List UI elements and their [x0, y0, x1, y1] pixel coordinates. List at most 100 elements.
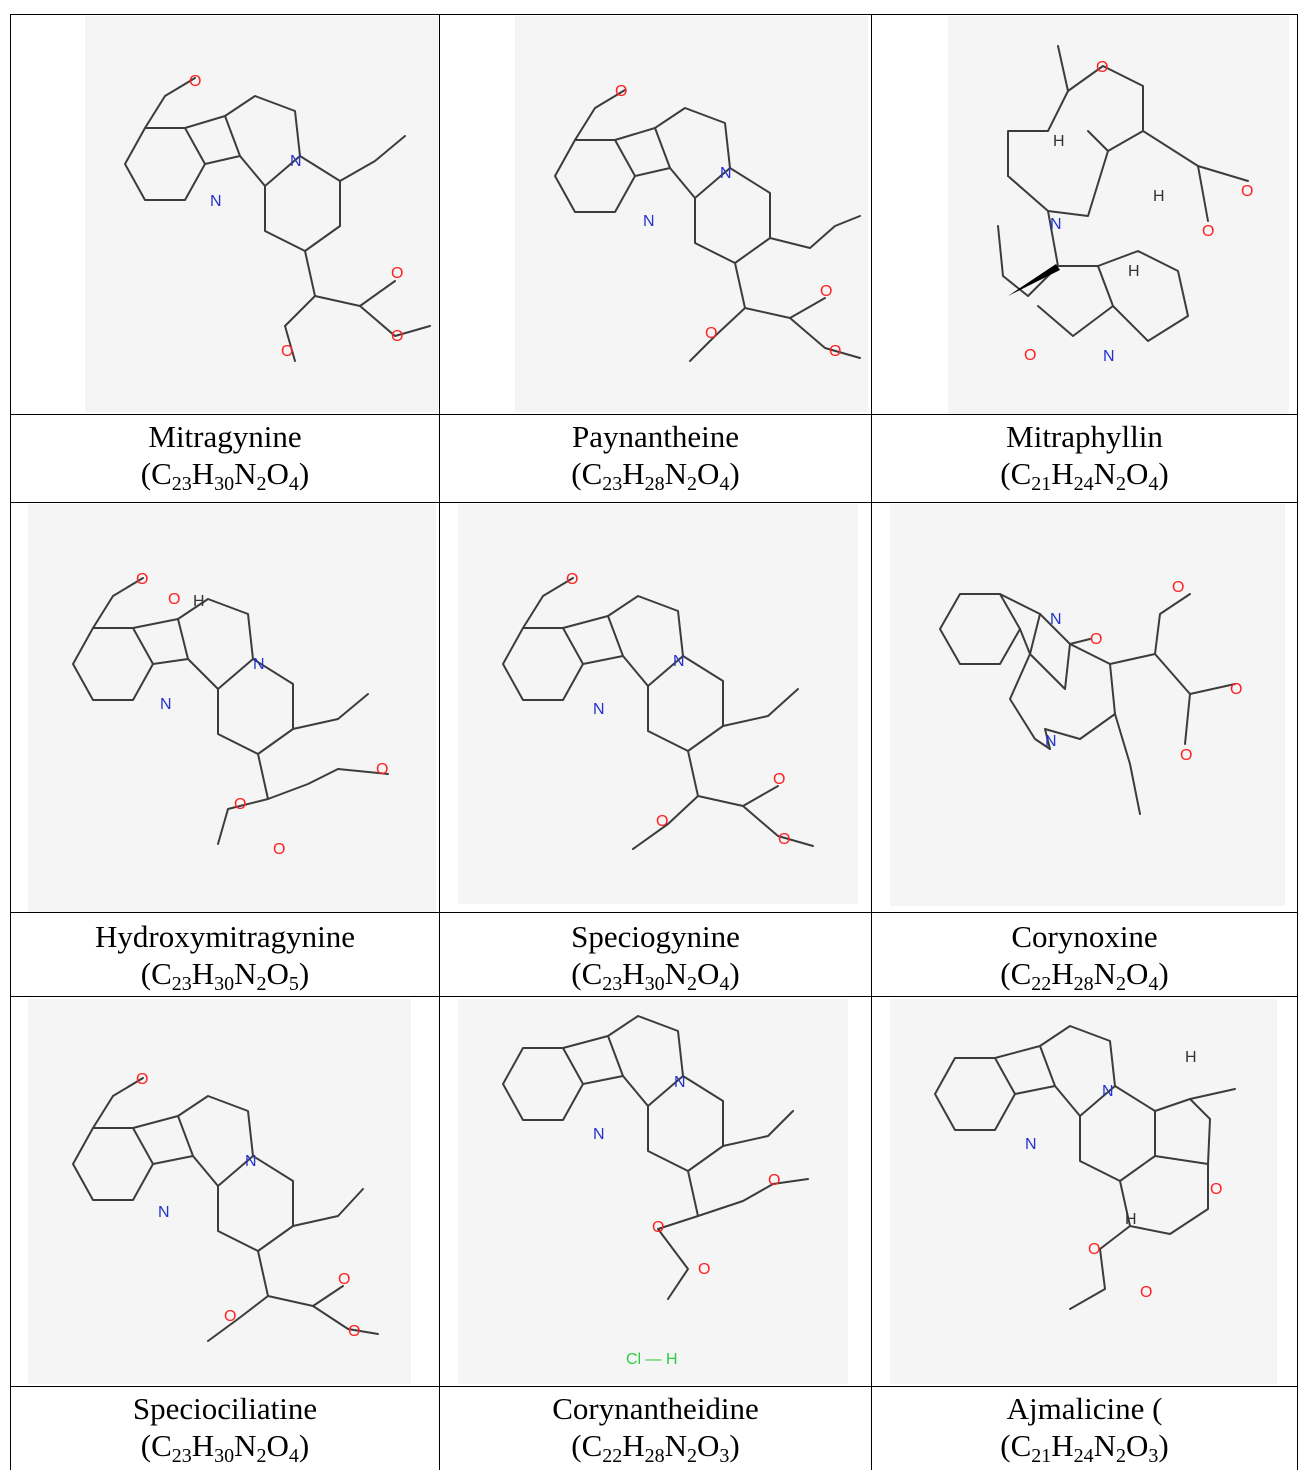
atom-o: O: [566, 571, 578, 588]
structure-image-speciociliatine: N N O O O O: [28, 999, 411, 1384]
atom-o: O: [234, 796, 246, 813]
compound-name: Paynantheine: [571, 419, 739, 454]
caption-corynantheidine: Corynantheidine (C22H28N2O3): [440, 1390, 871, 1467]
atom-o: O: [829, 343, 841, 360]
atom-o: O: [773, 771, 785, 788]
molecule-speciociliatine: N N O O O O: [72, 1071, 379, 1342]
caption-speciogynine: Speciogynine (C23H30N2O4): [440, 918, 871, 995]
atom-o: O: [615, 83, 627, 100]
atom-o: O: [391, 265, 403, 282]
atom-n: N: [674, 1074, 686, 1091]
table-border-top: [10, 14, 1298, 15]
atom-o: O: [391, 328, 403, 345]
atom-o: O: [168, 591, 180, 608]
atom-o: O: [281, 343, 293, 360]
atom-h: H: [1153, 188, 1165, 205]
atom-h: H: [1125, 1211, 1137, 1228]
atom-n: N: [1102, 1083, 1114, 1100]
atom-h: H: [193, 593, 205, 610]
compound-name: Mitragynine: [148, 419, 302, 454]
atom-h: H: [1128, 263, 1140, 280]
caption-hydroxymitragynine: Hydroxymitragynine (C23H30N2O5): [10, 918, 440, 994]
column-divider: [439, 14, 440, 1470]
structure-image-paynantheine: N N O O O O: [515, 16, 868, 412]
atom-o: O: [1140, 1284, 1152, 1301]
atom-nh: N: [1103, 348, 1115, 365]
compound-formula: (C22H28N2O4): [1000, 956, 1169, 995]
atom-n: N: [673, 653, 685, 670]
caption-mitraphyllin: Mitraphyllin (C21H24N2O4): [872, 418, 1297, 495]
compound-name: Corynoxine: [1011, 919, 1158, 954]
compound-name: Hydroxymitragynine: [94, 919, 355, 954]
caption-paynantheine: Paynantheine (C23H28N2O4): [440, 418, 871, 494]
compound-name: Speciociliatine: [132, 1391, 318, 1426]
molecule-mitragynine: N N O O O O: [124, 73, 431, 362]
compound-formula: (C23H30N2O4): [140, 1428, 310, 1467]
atom-o: O: [1172, 579, 1184, 596]
atom-n: N: [160, 696, 172, 713]
structure-image-hydroxymitragynine: O H N N O O O O: [28, 504, 436, 912]
compound-name: Mitraphyllin: [1006, 419, 1163, 454]
atom-o: O: [1096, 59, 1108, 76]
compound-formula: (C21H24N2O4): [1000, 456, 1169, 495]
molecule-speciogynine: N N O O O O: [502, 571, 814, 850]
caption-ajmalicine: Ajmalicine ( (C21H24N2O3): [872, 1390, 1297, 1467]
compound-table: N N O O O O N N O O O: [10, 14, 1298, 1470]
compound-formula: (C22H28N2O3): [571, 1428, 740, 1467]
row-divider: [10, 996, 1298, 997]
atom-nh: N: [593, 701, 605, 718]
atom-o: O: [1202, 223, 1214, 240]
compound-formula: (C21H24N2O3): [1000, 1428, 1169, 1467]
atom-n: N: [253, 656, 265, 673]
structure-image-ajmalicine: N N O O O H H: [890, 999, 1277, 1384]
atom-n: N: [1045, 733, 1057, 750]
molecule-paynantheine: N N O O O O: [554, 83, 861, 362]
column-divider: [871, 14, 872, 1470]
atom-nh: N: [1025, 1136, 1037, 1153]
compound-formula: (C23H30N2O4): [140, 456, 310, 495]
atom-o: O: [1180, 747, 1192, 764]
atom-o: O: [1090, 631, 1102, 648]
molecule-hydroxymitragynine: O H N N O O O O: [72, 571, 389, 858]
atom-o: O: [273, 841, 285, 858]
compound-name: Ajmalicine (: [1006, 1391, 1163, 1426]
atom-o: O: [820, 283, 832, 300]
stereo-wedge: [1008, 264, 1060, 296]
structure-image-corynoxine: N O N O O O: [890, 504, 1285, 906]
atom-h: H: [1185, 1049, 1197, 1066]
caption-corynoxine: Corynoxine (C22H28N2O4): [872, 918, 1297, 995]
atom-o: O: [1210, 1181, 1222, 1198]
compound-name: Corynantheidine: [552, 1391, 759, 1426]
atom-n: N: [720, 165, 732, 182]
structure-image-mitragynine: N N O O O O: [85, 16, 438, 412]
atom-o: O: [1230, 681, 1242, 698]
atom-o: O: [698, 1261, 710, 1278]
caption-speciociliatine: Speciociliatine (C23H30N2O4): [10, 1390, 440, 1467]
atom-o: O: [348, 1323, 360, 1340]
compound-formula: (C23H30N2O4): [571, 956, 740, 995]
row-divider: [10, 502, 1298, 503]
atom-nh: N: [158, 1204, 170, 1221]
atom-h: H: [1053, 133, 1065, 150]
molecule-corynantheidine: N N O O O Cl — H: [502, 1015, 809, 1368]
caption-mitragynine: Mitragynine (C23H30N2O4): [10, 418, 440, 495]
atom-o: O: [705, 325, 717, 342]
atom-o: O: [1088, 1241, 1100, 1258]
atom-o: O: [652, 1219, 664, 1236]
atom-o: O: [136, 571, 148, 588]
compound-name: Speciogynine: [571, 919, 740, 954]
row-divider: [10, 912, 1298, 913]
atom-o: O: [1241, 183, 1253, 200]
structure-image-corynantheidine: N N O O O Cl — H: [458, 999, 848, 1384]
atom-o: O: [1024, 347, 1036, 364]
molecule-corynoxine: N O N O O O: [939, 579, 1242, 815]
atom-nh: N: [643, 213, 655, 230]
row-divider: [10, 1386, 1298, 1387]
structure-image-mitraphyllin: O O O O N N H H H: [948, 16, 1289, 414]
atom-o: O: [136, 1071, 148, 1088]
hcl-label: Cl — H: [626, 1351, 678, 1368]
molecule-ajmalicine: N N O O O H H: [934, 1025, 1236, 1310]
atom-o: O: [376, 761, 388, 778]
atom-n: N: [290, 153, 302, 170]
atom-o: O: [768, 1172, 780, 1189]
